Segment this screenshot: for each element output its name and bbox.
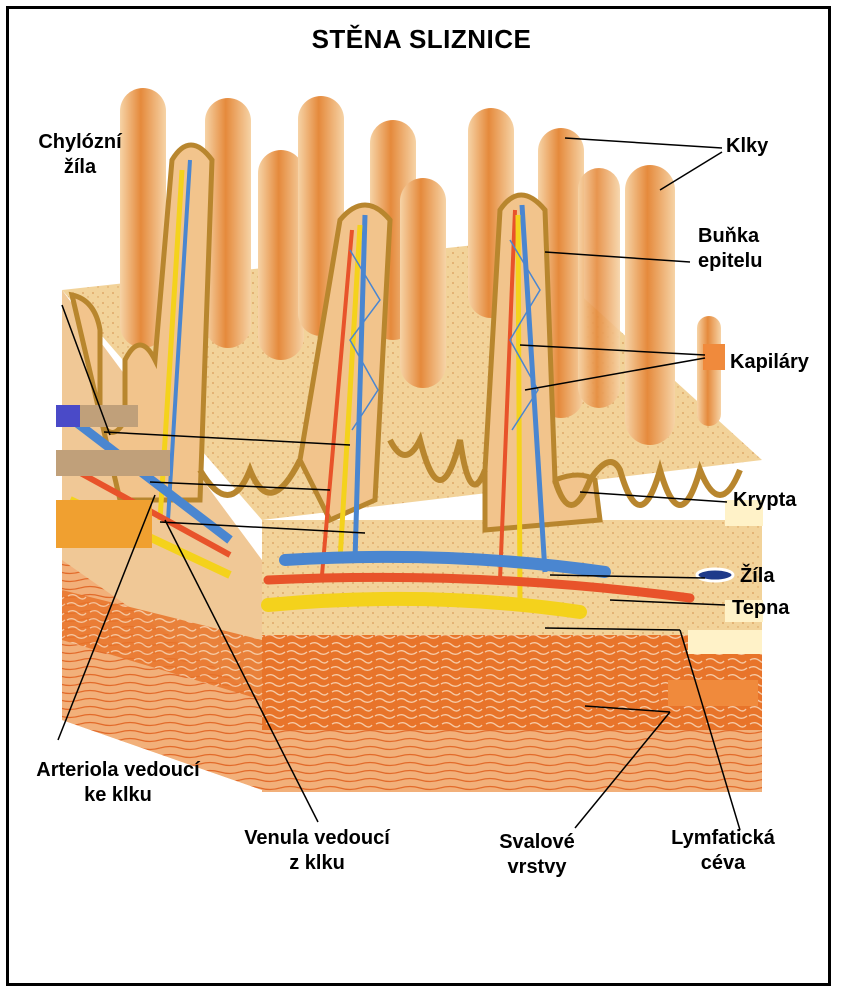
label-line: vrstvy xyxy=(482,855,592,880)
label-line: Chylózní xyxy=(20,130,140,155)
label-arteriola: Arteriola vedoucí ke klku xyxy=(18,758,218,808)
label-kapilary: Kapiláry xyxy=(730,350,809,375)
label-line: Lymfatická xyxy=(658,826,788,851)
label-line: epitelu xyxy=(698,249,762,274)
label-line: žíla xyxy=(20,155,140,180)
label-krypta: Krypta xyxy=(733,488,796,513)
label-line: Arteriola vedoucí xyxy=(18,758,218,783)
label-chylozni-zila: Chylózní žíla xyxy=(20,130,140,180)
label-zila: Žíla xyxy=(740,564,774,589)
label-line: Buňka xyxy=(698,224,762,249)
label-klky: Klky xyxy=(726,134,768,159)
label-venula: Venula vedoucí z klku xyxy=(222,826,412,876)
label-line: ke klku xyxy=(18,783,218,808)
label-line: Venula vedoucí xyxy=(222,826,412,851)
label-line: céva xyxy=(658,851,788,876)
label-line: z klku xyxy=(222,851,412,876)
label-bunka-epitelu: Buňka epitelu xyxy=(698,224,762,274)
label-tepna: Tepna xyxy=(732,596,789,621)
label-line: Svalové xyxy=(482,830,592,855)
label-svalove-vrstvy: Svalové vrstvy xyxy=(482,830,592,880)
label-lymfaticka-ceva: Lymfatická céva xyxy=(658,826,788,876)
